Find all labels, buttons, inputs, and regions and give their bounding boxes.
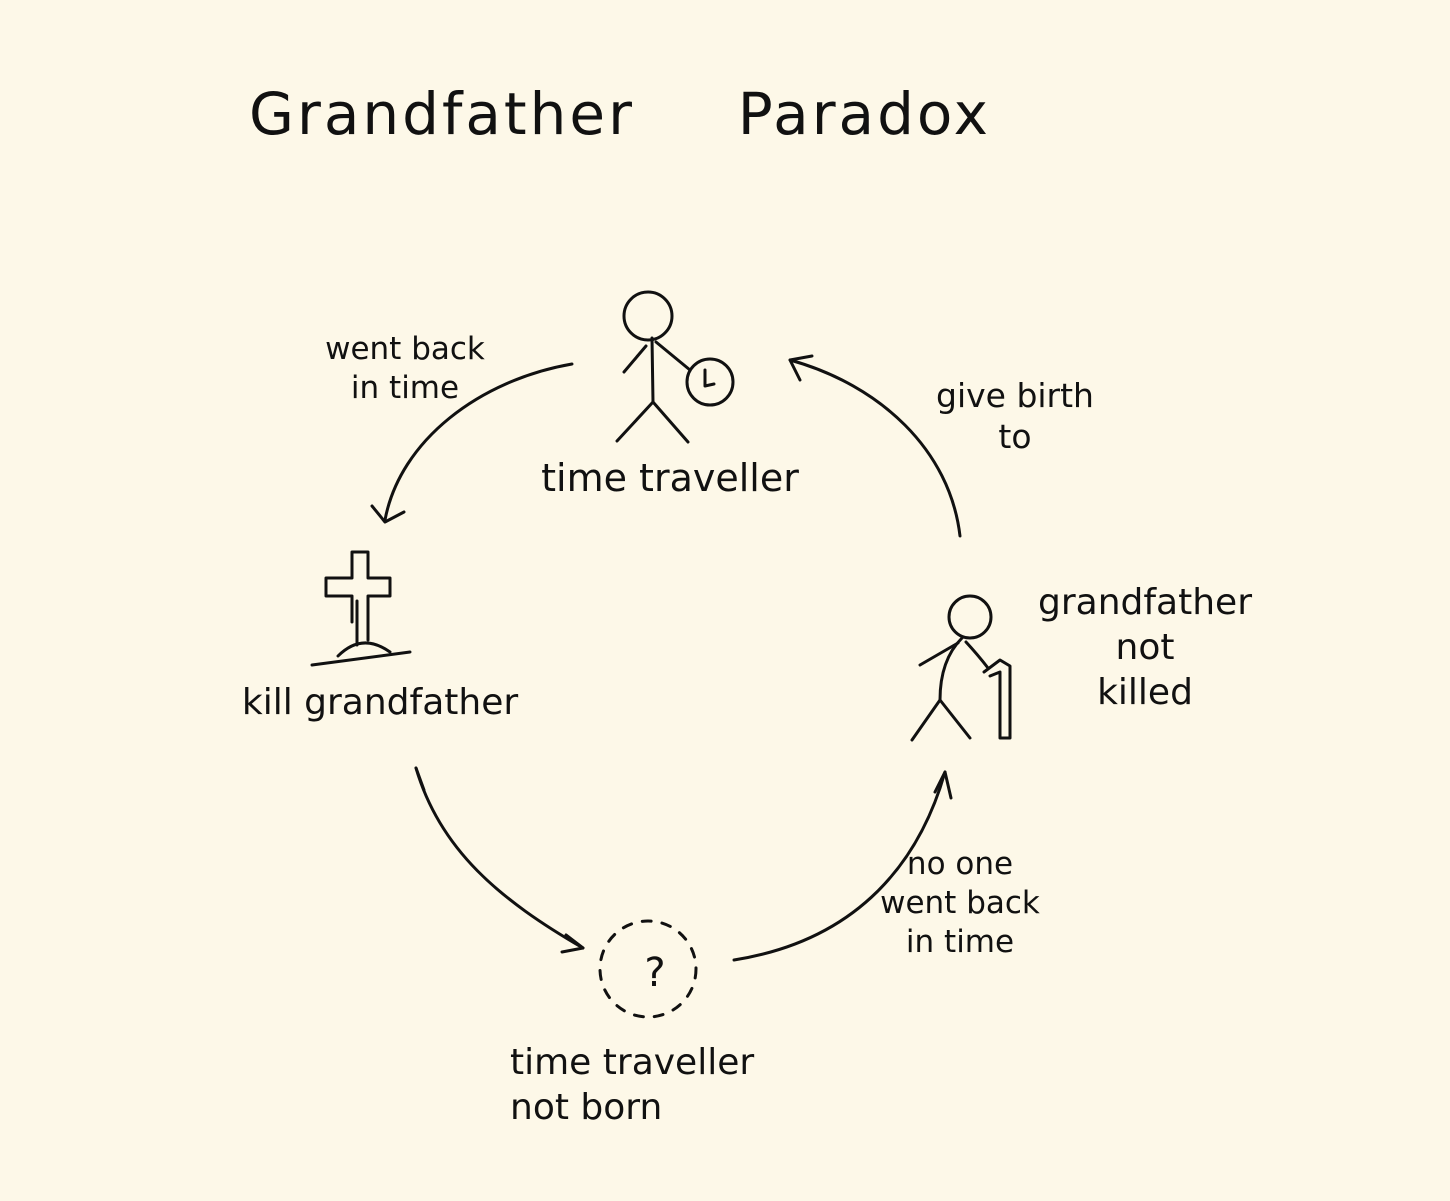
node-kill-grandfather: kill grandfather — [241, 682, 519, 723]
edge-label-give-birth: give birth to — [936, 376, 1094, 457]
unknown-symbol: ? — [644, 950, 665, 996]
cane-icon — [982, 658, 1012, 740]
grandfather-figure-icon — [910, 594, 993, 742]
arrow-kill-to-not-born — [414, 766, 585, 954]
time-traveller-figure-icon — [615, 290, 692, 444]
diagram-title: Grandfather Paradox — [249, 80, 991, 148]
arrow-went-back — [370, 362, 574, 524]
grave-cross-icon — [310, 550, 412, 667]
arrow-no-one-went-back — [732, 770, 953, 962]
arrow-give-birth — [788, 354, 962, 538]
node-time-traveller: time traveller — [541, 456, 799, 500]
node-grandfather-not-killed: grandfather not killed — [1038, 582, 1252, 713]
unknown-person-icon — [598, 919, 698, 1019]
node-time-traveller-not-born: time traveller not born — [510, 1042, 755, 1128]
edge-label-went-back: went back in time — [325, 331, 485, 406]
clock-icon — [685, 357, 735, 407]
edge-label-no-one-went-back: no one went back in time — [880, 846, 1040, 960]
